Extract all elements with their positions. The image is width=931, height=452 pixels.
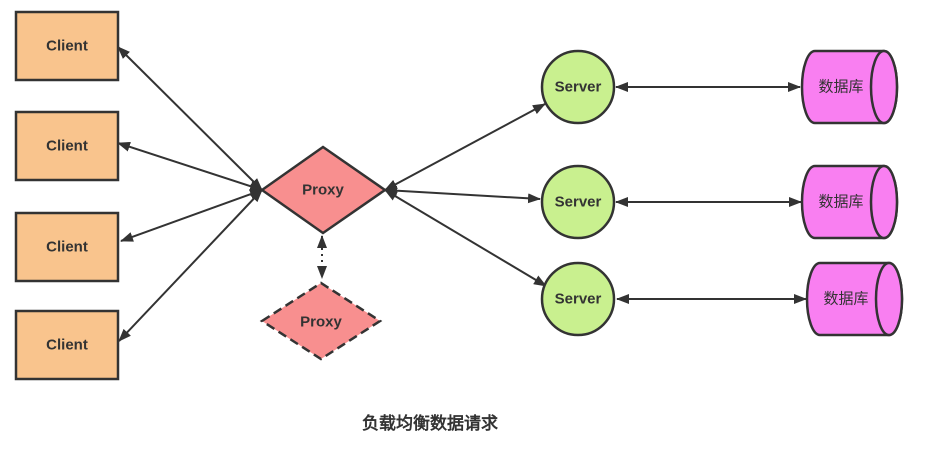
- server-node-3[interactable]: Server: [540, 261, 616, 337]
- server-label: Server: [555, 79, 602, 96]
- edges-server-database: [615, 82, 807, 304]
- edge-proxy-client-2: [117, 141, 263, 192]
- database-label: 数据库: [818, 79, 863, 96]
- edges-proxy-server: [384, 103, 547, 287]
- edge-proxy-client-4: [118, 189, 263, 342]
- client-box[interactable]: [14, 10, 120, 82]
- client-box[interactable]: [14, 110, 120, 182]
- database-label: 数据库: [823, 291, 868, 308]
- database-cylinder-cap[interactable]: [869, 49, 899, 125]
- server-circle[interactable]: [540, 164, 616, 240]
- database-node-1[interactable]: 数据库: [800, 49, 899, 125]
- client-label: Client: [46, 138, 88, 155]
- client-node-2[interactable]: Client: [14, 110, 120, 182]
- database-node-3[interactable]: 数据库: [805, 261, 904, 337]
- edge-proxy-server-2: [384, 185, 541, 204]
- database-cylinder-cap[interactable]: [874, 261, 904, 337]
- server-node-1[interactable]: Server: [540, 49, 616, 125]
- edge-proxy-server-1: [384, 103, 546, 191]
- edge-proxy-client-1: [117, 46, 263, 191]
- database-node-2[interactable]: 数据库: [800, 164, 899, 240]
- database-cylinder-cap[interactable]: [869, 164, 899, 240]
- server-node-2[interactable]: Server: [540, 164, 616, 240]
- client-node-1[interactable]: Client: [14, 10, 120, 82]
- client-node-4[interactable]: Client: [14, 309, 120, 381]
- backup-proxy-label: Proxy: [300, 314, 342, 331]
- backup-proxy-diamond[interactable]: [259, 281, 383, 361]
- client-node-3[interactable]: Client: [14, 211, 120, 283]
- edge-proxy-client-3: [120, 189, 263, 242]
- server-label: Server: [555, 291, 602, 308]
- proxy-diamond[interactable]: [259, 145, 388, 235]
- server-label: Server: [555, 194, 602, 211]
- client-label: Client: [46, 38, 88, 55]
- diagram-title: 负载均衡数据请求: [362, 413, 498, 433]
- server-circle[interactable]: [540, 49, 616, 125]
- proxy-node-backup[interactable]: Proxy: [259, 281, 383, 361]
- proxy-node-main[interactable]: Proxy: [259, 145, 388, 235]
- client-label: Client: [46, 337, 88, 354]
- proxy-label: Proxy: [302, 182, 344, 199]
- edges-client-proxy: [117, 46, 263, 342]
- database-label: 数据库: [818, 194, 863, 211]
- edge-proxy-server-3: [384, 189, 547, 287]
- client-label: Client: [46, 239, 88, 256]
- client-box[interactable]: [14, 211, 120, 283]
- server-circle[interactable]: [540, 261, 616, 337]
- client-box[interactable]: [14, 309, 120, 381]
